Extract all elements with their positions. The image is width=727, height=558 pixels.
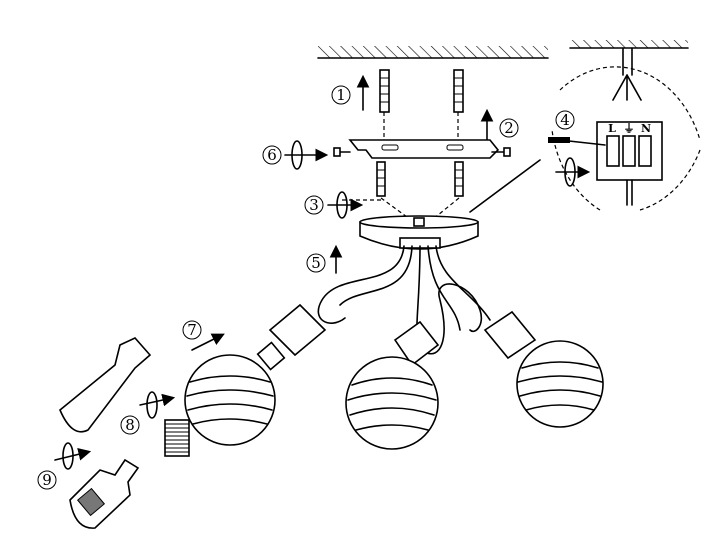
ceiling xyxy=(317,46,549,59)
step-8-badge: 8 xyxy=(120,415,140,435)
svg-text:4: 4 xyxy=(560,111,570,129)
step-9-badge: 9 xyxy=(37,470,57,490)
svg-text:9: 9 xyxy=(42,471,52,489)
guide-lines xyxy=(340,112,460,229)
mounting-bracket xyxy=(333,139,511,159)
svg-text:5: 5 xyxy=(311,254,321,272)
step-6-badge: 6 xyxy=(262,145,282,165)
svg-text:8: 8 xyxy=(125,416,135,434)
protective-glove xyxy=(59,337,152,433)
glass-shade-left xyxy=(184,354,276,446)
step-4-badge: 4 xyxy=(555,110,575,130)
step-3-badge: 3 xyxy=(304,195,324,215)
led-bulb xyxy=(69,458,140,529)
bracket-screws xyxy=(376,161,464,197)
glass-shade-middle xyxy=(345,356,439,450)
shade-ring xyxy=(164,419,190,457)
canopy xyxy=(359,215,479,250)
svg-text:1: 1 xyxy=(336,86,346,104)
wiring-detail-callout: L ⏚ N xyxy=(469,40,701,213)
svg-text:3: 3 xyxy=(309,196,319,214)
rotate-arrows xyxy=(54,140,591,470)
terminal-label-neutral: N xyxy=(641,122,651,135)
step-5-badge: 5 xyxy=(306,253,326,273)
step-7-badge: 7 xyxy=(182,320,202,340)
glass-shade-right xyxy=(516,340,604,428)
svg-text:2: 2 xyxy=(504,119,514,137)
lamp-sockets xyxy=(256,303,537,371)
glass-shades xyxy=(184,340,604,450)
terminal-label-earth: ⏚ xyxy=(624,122,635,135)
step-2-badge: 2 xyxy=(499,118,519,138)
svg-text:7: 7 xyxy=(187,321,197,339)
wall-plugs xyxy=(379,69,464,113)
svg-text:6: 6 xyxy=(267,146,277,164)
terminal-label-live: L xyxy=(608,122,616,135)
step-numbers: 1 2 3 4 5 6 7 8 9 xyxy=(37,85,575,490)
step-1-badge: 1 xyxy=(331,85,351,105)
